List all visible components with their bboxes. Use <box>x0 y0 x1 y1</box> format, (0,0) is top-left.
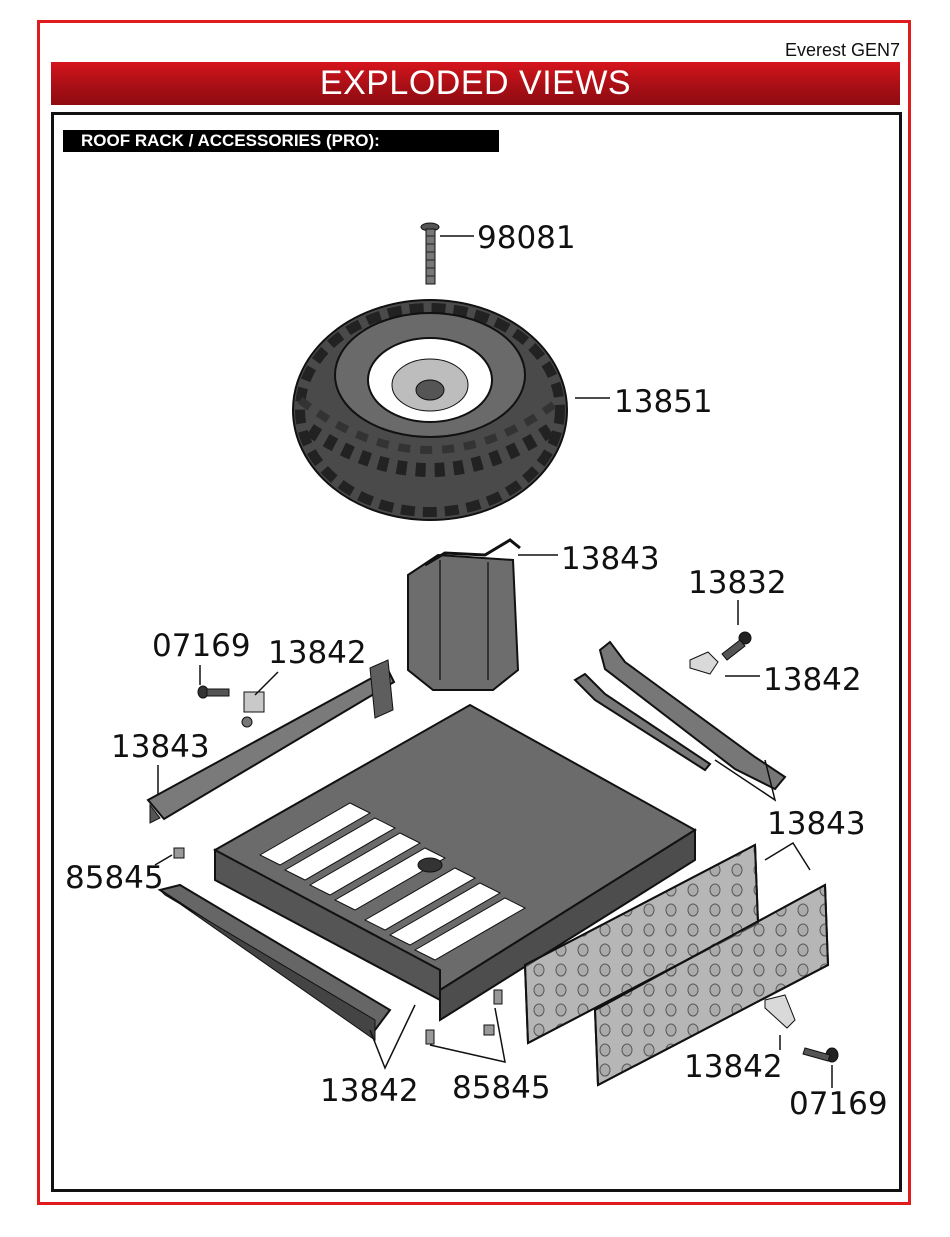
callout-13842-bottom-right: 13842 <box>684 1049 783 1085</box>
tools-part <box>575 642 785 789</box>
callout-13843-rail: 13843 <box>111 729 210 765</box>
screw-98081-part <box>421 223 439 284</box>
callout-85845-left: 85845 <box>65 860 164 896</box>
pin-right-part <box>690 632 751 674</box>
callout-13842-right: 13842 <box>763 662 862 698</box>
callout-98081: 98081 <box>477 220 576 256</box>
callout-07169-left: 07169 <box>152 628 251 664</box>
callout-13842-left: 13842 <box>268 635 367 671</box>
leader-13842-left <box>255 672 278 695</box>
callout-13851: 13851 <box>614 384 713 420</box>
spare-tire-part <box>293 300 567 520</box>
leader-13843-ladders <box>765 843 810 870</box>
callout-07169-bottom-right: 07169 <box>789 1086 888 1122</box>
callout-13843-tools-ladders: 13843 <box>767 806 866 842</box>
jerry-cans-part <box>408 540 520 690</box>
callout-13843-cans: 13843 <box>561 541 660 577</box>
callout-85845-bottom: 85845 <box>452 1070 551 1106</box>
callout-13842-front: 13842 <box>320 1073 419 1109</box>
callout-13832: 13832 <box>688 565 787 601</box>
